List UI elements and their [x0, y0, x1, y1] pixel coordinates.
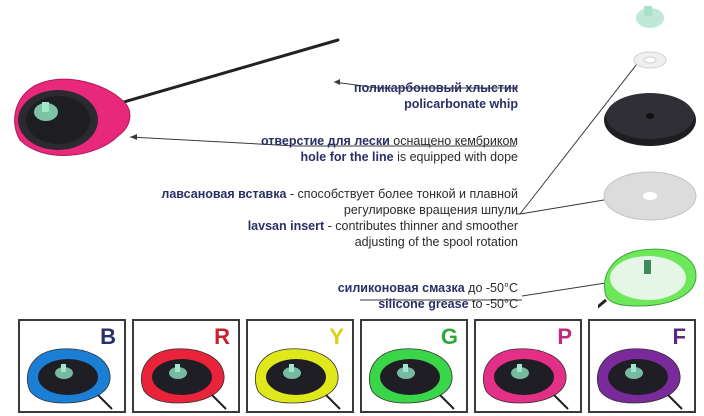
variant-tile-g: G: [360, 319, 468, 413]
variant-tile-p: P: [474, 319, 582, 413]
variant-tile-y: Y: [246, 319, 354, 413]
variant-tile-r: R: [132, 319, 240, 413]
variant-tile-b: B: [18, 319, 126, 413]
exploded-parts-image: [598, 6, 697, 309]
variant-letter: F: [672, 324, 686, 349]
variant-reel-image: [368, 348, 455, 410]
callout-insert: лавсановая вставка - способствует более …: [161, 187, 518, 249]
variant-letter: B: [100, 324, 116, 349]
variant-letter: Y: [329, 324, 344, 349]
callout-whip: поликарбоновый хлыстик policarbonate whi…: [354, 81, 518, 111]
variant-letter: R: [214, 324, 230, 349]
variant-reel-image: [26, 348, 113, 410]
variant-tile-f: F: [588, 319, 696, 413]
variant-letter: P: [557, 324, 572, 349]
variant-letter: G: [440, 324, 458, 349]
variant-reel-image: [140, 348, 227, 410]
main-reel-image: [14, 38, 340, 156]
variant-reel-image: [596, 348, 683, 410]
callout-hole: отверстие для лески оснащено кембриком h…: [260, 134, 518, 164]
variant-reel-image: [254, 348, 341, 410]
variant-reel-image: [482, 348, 569, 410]
callout-grease: силиконовая смазка до -50°С silicone gre…: [337, 281, 518, 311]
